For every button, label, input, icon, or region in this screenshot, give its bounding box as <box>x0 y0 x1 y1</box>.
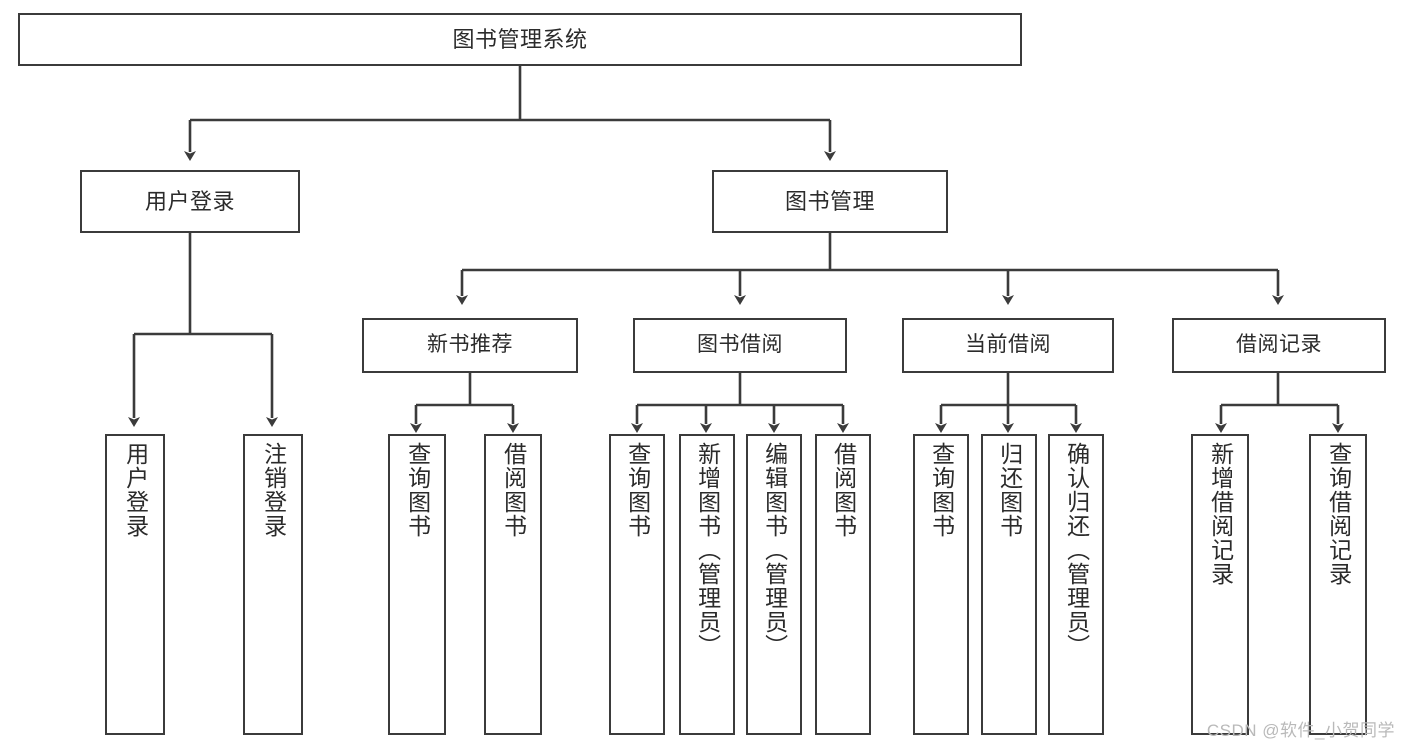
leaf-borrow-book-1-label: 借阅图书 <box>500 442 527 538</box>
leaf-query-record-label: 查询借阅记录 <box>1325 442 1352 586</box>
node-book-borrow-label: 图书借阅 <box>697 333 783 357</box>
leaf-user-login-label: 用户登录 <box>122 442 149 538</box>
leaf-logout[interactable]: 注销登录 <box>243 434 303 735</box>
leaf-query-book-2[interactable]: 查询图书 <box>609 434 665 735</box>
leaf-query-book-3-label: 查询图书 <box>928 442 955 538</box>
leaf-add-record-label: 新增借阅记录 <box>1207 442 1234 586</box>
leaf-logout-label: 注销登录 <box>260 442 287 538</box>
node-current-borrow-label: 当前借阅 <box>965 333 1051 357</box>
watermark: CSDN @软件_小贺同学 <box>1206 721 1395 740</box>
node-new-book-rec[interactable]: 新书推荐 <box>362 318 578 373</box>
leaf-confirm-return[interactable]: 确认归还（管理员） <box>1048 434 1104 735</box>
leaf-borrow-book-2-label: 借阅图书 <box>830 442 857 538</box>
node-root[interactable]: 图书管理系统 <box>18 13 1022 66</box>
leaf-query-book-2-label: 查询图书 <box>624 442 651 538</box>
node-current-borrow[interactable]: 当前借阅 <box>902 318 1114 373</box>
node-book-manage[interactable]: 图书管理 <box>712 170 948 233</box>
node-book-manage-label: 图书管理 <box>784 188 875 214</box>
node-user-login-label: 用户登录 <box>144 188 235 214</box>
leaf-add-book-label: 新增图书（管理员） <box>694 442 721 658</box>
node-user-login[interactable]: 用户登录 <box>80 170 300 233</box>
leaf-query-record[interactable]: 查询借阅记录 <box>1309 434 1367 735</box>
leaf-user-login[interactable]: 用户登录 <box>105 434 165 735</box>
leaf-query-book-3[interactable]: 查询图书 <box>913 434 969 735</box>
leaf-query-book-1[interactable]: 查询图书 <box>388 434 446 735</box>
leaf-add-record[interactable]: 新增借阅记录 <box>1191 434 1249 735</box>
node-root-label: 图书管理系统 <box>452 26 588 52</box>
node-new-book-rec-label: 新书推荐 <box>427 333 513 357</box>
leaf-query-book-1-label: 查询图书 <box>404 442 431 538</box>
leaf-confirm-return-label: 确认归还（管理员） <box>1063 442 1090 658</box>
node-borrow-record-label: 借阅记录 <box>1236 333 1322 357</box>
leaf-edit-book-label: 编辑图书（管理员） <box>761 442 788 658</box>
leaf-add-book[interactable]: 新增图书（管理员） <box>679 434 735 735</box>
node-book-borrow[interactable]: 图书借阅 <box>633 318 847 373</box>
leaf-borrow-book-1[interactable]: 借阅图书 <box>484 434 542 735</box>
leaf-return-book[interactable]: 归还图书 <box>981 434 1037 735</box>
leaf-borrow-book-2[interactable]: 借阅图书 <box>815 434 871 735</box>
leaf-return-book-label: 归还图书 <box>996 442 1023 538</box>
leaf-edit-book[interactable]: 编辑图书（管理员） <box>746 434 802 735</box>
node-borrow-record[interactable]: 借阅记录 <box>1172 318 1386 373</box>
